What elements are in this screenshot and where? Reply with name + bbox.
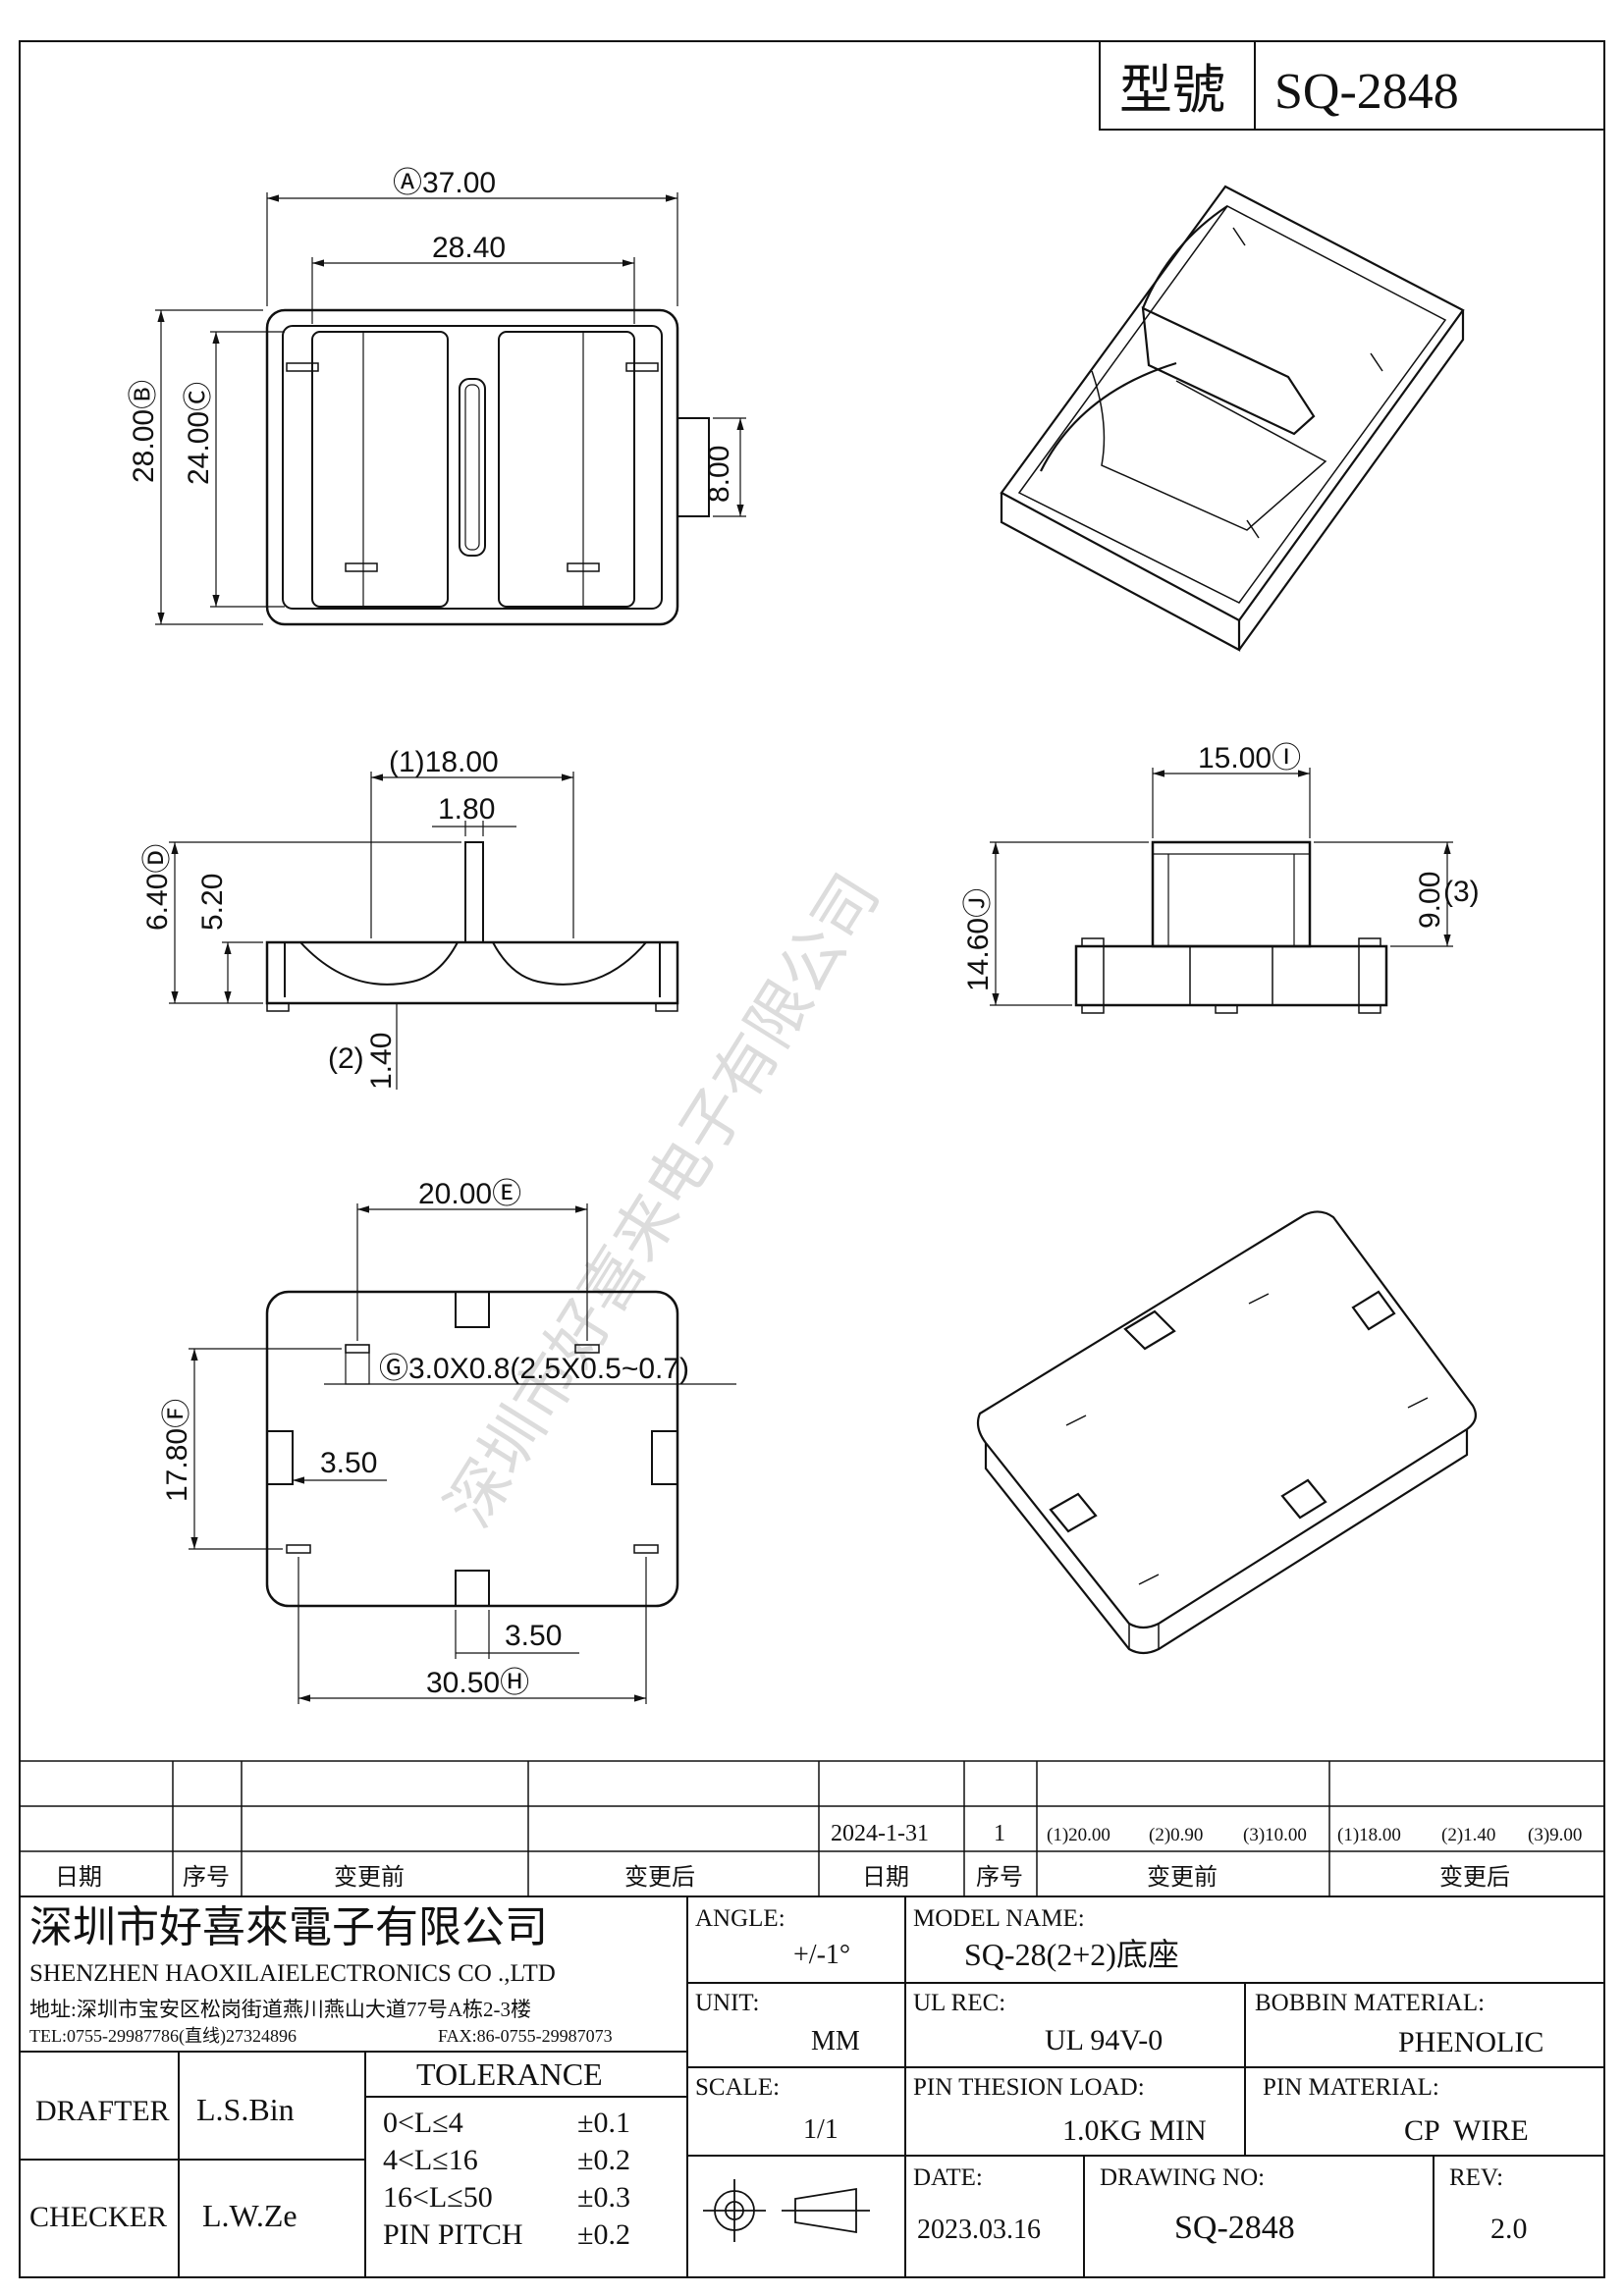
tol-row-3-range: 16<L≤50 [383, 2181, 493, 2214]
tol-row-4-range: PIN PITCH [383, 2218, 523, 2251]
rev-after-3: (3)9.00 [1528, 1825, 1582, 1845]
rev-value: 2.0 [1490, 2213, 1528, 2245]
tol-row-1-range: 0<L≤4 [383, 2107, 463, 2139]
pin-mat-label: PIN MATERIAL: [1263, 2074, 1439, 2101]
tol-row-2-value: ±0.2 [577, 2144, 630, 2176]
checker-name: L.W.Ze [202, 2198, 298, 2233]
company-name-en: SHENZHEN HAOXILAIELECTRONICS CO .,LTD [29, 1960, 556, 1987]
model-badge: 型號 SQ-2848 [1099, 40, 1605, 131]
dim-g: Ⓖ3.0X0.8(2.5X0.5~0.7) [379, 1353, 689, 1385]
dim-d: 6.40Ⓓ [141, 844, 174, 931]
dim-side-3-label: (3) [1443, 876, 1480, 908]
dim-f: 17.80Ⓕ [161, 1399, 193, 1502]
dim-c: 24.00Ⓒ [183, 382, 215, 485]
dim-front-pin: 1.80 [438, 793, 495, 826]
model-name-label: MODEL NAME: [913, 1905, 1085, 1932]
dim-top-inner: 28.40 [432, 232, 506, 264]
company-tel: TEL:0755-29987786(直线)27324896 [29, 2026, 297, 2047]
rev-before-2: (2)0.90 [1149, 1825, 1203, 1845]
bobbin-value: PHENOLIC [1398, 2026, 1543, 2058]
drafter-name: L.S.Bin [196, 2092, 295, 2127]
iso-view-top [1000, 185, 1465, 652]
ul-label: UL REC: [913, 1990, 1005, 2016]
bobbin-label: BOBBIN MATERIAL: [1255, 1990, 1485, 2016]
dim-e: 20.00Ⓔ [418, 1178, 521, 1210]
tol-row-3-value: ±0.3 [577, 2181, 630, 2214]
rev-date: 2024-1-31 [831, 1821, 929, 1846]
pin-load-label: PIN THESION LOAD: [913, 2074, 1145, 2101]
drafter-label: DRAFTER [35, 2095, 170, 2127]
company-fax: FAX:86-0755-29987073 [438, 2026, 613, 2046]
side-view [990, 768, 1453, 1014]
rev-seq: 1 [994, 1821, 1005, 1846]
date-value: 2023.03.16 [917, 2215, 1041, 2245]
model-badge-value: SQ-2848 [1274, 64, 1459, 120]
tol-row-4-value: ±0.2 [577, 2218, 630, 2251]
company-name-cn: 深圳市好喜來電子有限公司 [29, 1903, 548, 1951]
unit-value: MM [811, 2026, 860, 2056]
rev-header-date-2: 日期 [862, 1865, 909, 1891]
tolerance-title: TOLERANCE [416, 2056, 603, 2092]
ul-value: UL 94V-0 [1045, 2024, 1163, 2056]
dim-front-2-val: 1.40 [365, 1033, 398, 1090]
model-badge-label: 型號 [1119, 61, 1225, 120]
title-block [20, 1896, 1604, 2277]
date-label: DATE: [913, 2164, 983, 2191]
dim-front-1: (1)18.00 [389, 746, 499, 778]
drawing-no-label: DRAWING NO: [1100, 2164, 1265, 2191]
scale-value: 1/1 [803, 2114, 839, 2145]
dim-a: Ⓐ37.00 [393, 167, 496, 199]
pin-mat-value: CP WIRE [1404, 2114, 1529, 2147]
rev-header-seq-2: 序号 [976, 1864, 1023, 1891]
rev-label: REV: [1449, 2164, 1503, 2191]
dim-bot-350a: 3.50 [320, 1447, 377, 1479]
rev-before-1: (1)20.00 [1047, 1825, 1110, 1845]
unit-label: UNIT: [695, 1990, 759, 2016]
dim-side-3-val: 9.00 [1414, 872, 1446, 929]
iso-view-bottom [976, 1210, 1478, 1655]
sheet-border [19, 40, 1605, 2278]
dim-h: 30.50Ⓗ [426, 1667, 529, 1699]
tol-row-1-value: ±0.1 [577, 2107, 630, 2139]
revision-table [20, 1760, 1604, 1897]
projection-symbol-icon [703, 2179, 870, 2242]
dim-j: 14.60Ⓙ [962, 888, 995, 991]
rev-header-before: 变更前 [334, 1864, 405, 1891]
dim-front-520: 5.20 [196, 874, 229, 931]
dim-i: 15.00Ⓘ [1198, 742, 1301, 774]
rev-header-after: 变更后 [624, 1864, 695, 1891]
front-view [169, 772, 679, 1090]
angle-label: ANGLE: [695, 1905, 785, 1932]
model-name-value: SQ-28(2+2)底座 [964, 1937, 1179, 1972]
rev-header-before-2: 变更前 [1147, 1864, 1218, 1891]
dim-b: 28.00Ⓑ [128, 380, 160, 483]
rev-before-3: (3)10.00 [1243, 1825, 1307, 1845]
drawing-no-value: SQ-2848 [1174, 2210, 1295, 2246]
rev-after-2: (2)1.40 [1441, 1825, 1495, 1845]
rev-after-1: (1)18.00 [1337, 1825, 1401, 1845]
dim-bot-350b: 3.50 [505, 1620, 562, 1652]
scale-label: SCALE: [695, 2074, 780, 2101]
tol-row-2-range: 4<L≤16 [383, 2144, 478, 2176]
dim-front-2-label: (2) [328, 1042, 364, 1075]
dim-side-tab: 8.00 [703, 446, 735, 503]
top-view [155, 192, 746, 626]
angle-value: +/-1° [793, 1940, 850, 1970]
company-address: 地址:深圳市宝安区松岗街道燕川燕山大道77号A栋2-3楼 [29, 1998, 531, 2021]
rev-header-seq: 序号 [183, 1864, 230, 1891]
bottom-view [189, 1203, 736, 1704]
rev-header-date: 日期 [55, 1865, 102, 1891]
pin-load-value: 1.0KG MIN [1062, 2114, 1207, 2147]
checker-label: CHECKER [29, 2201, 167, 2233]
rev-header-after-2: 变更后 [1439, 1864, 1510, 1891]
